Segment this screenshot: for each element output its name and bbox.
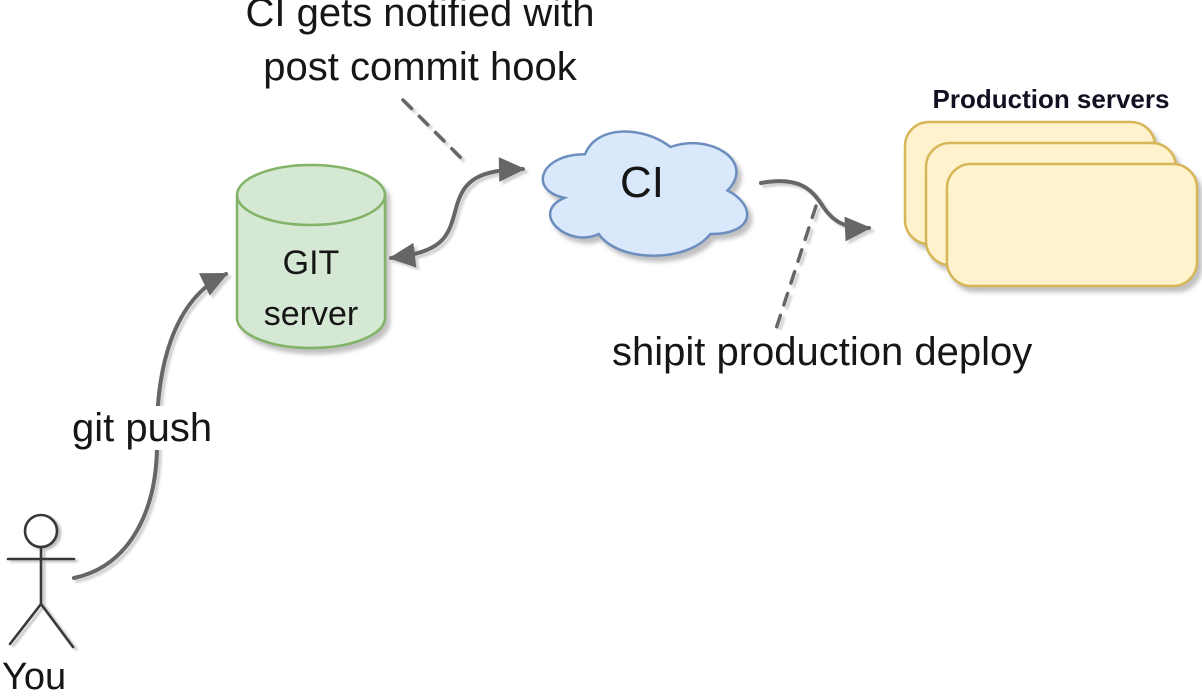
dashed-connector-notify — [401, 98, 470, 167]
stick-figure-left-leg — [8, 602, 43, 646]
git-server-cylinder-rim — [235, 194, 387, 227]
ci-cloud — [541, 130, 749, 257]
production-servers-title: Production servers — [932, 84, 1170, 114]
production-server-card-front — [945, 162, 1199, 288]
dashed-connector-shipit — [773, 204, 818, 334]
git-server-cylinder-body — [235, 163, 387, 350]
ci-cloud-label: CI — [620, 158, 664, 207]
git-server-label: GIT server — [263, 244, 359, 333]
git-server-cylinder — [235, 163, 387, 350]
shipit-annotation-label: shipit production deploy — [606, 330, 1118, 374]
user-stick-figure-icon — [6, 513, 76, 649]
stick-figure-head — [23, 513, 59, 549]
production-servers-stack — [903, 120, 1199, 288]
notify-annotation-label: CI gets notified with post commit hook — [245, 0, 595, 89]
git-push-edge-label: git push — [64, 406, 221, 450]
stick-figure-right-leg — [39, 602, 75, 649]
arrow-git-server-ci-bidirectional — [388, 157, 526, 268]
you-label: You — [2, 656, 67, 698]
arrow-ci-to-production — [759, 179, 872, 242]
